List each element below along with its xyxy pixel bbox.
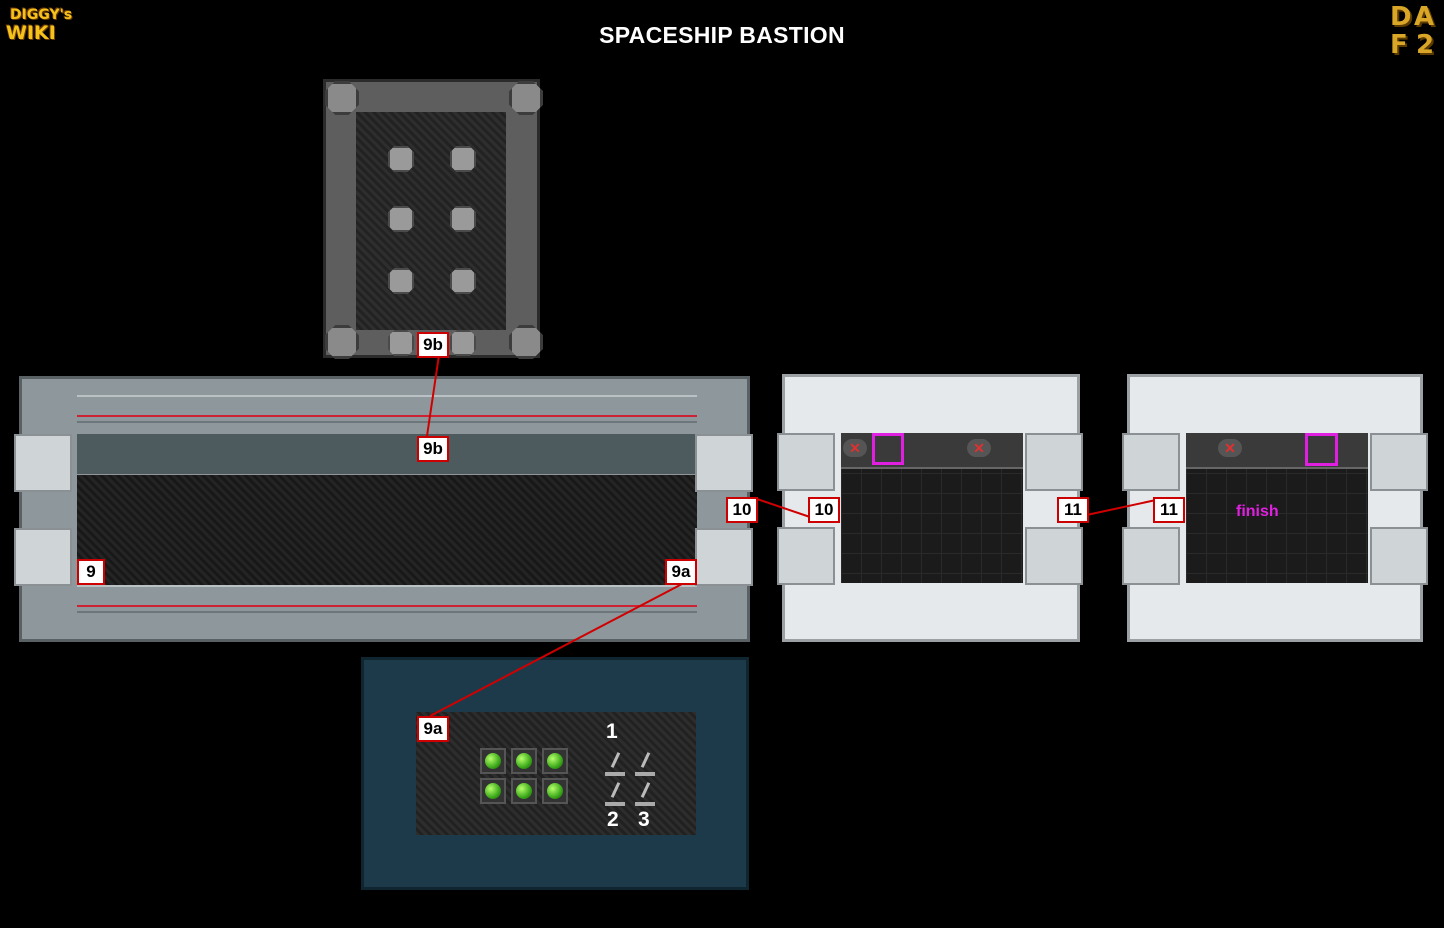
diggys-wiki-logo: DIGGY's WIKI <box>6 7 73 44</box>
corridor-floor <box>77 475 697 585</box>
marker-10-left[interactable]: 10 <box>726 497 758 523</box>
green-gem-icon[interactable] <box>542 778 568 804</box>
marker-9b-top[interactable]: 9b <box>417 332 449 358</box>
green-gem-icon[interactable] <box>511 748 537 774</box>
marker-9-start[interactable]: 9 <box>77 559 105 585</box>
marker-10-right[interactable]: 10 <box>808 497 840 523</box>
lever-icon[interactable] <box>605 752 625 776</box>
lever-icon[interactable] <box>605 782 625 806</box>
corner-bolt-icon <box>325 325 359 359</box>
highlight-switch-icon[interactable] <box>872 433 904 465</box>
corner-bolt-icon <box>325 81 359 115</box>
marker-9b-bottom[interactable]: 9b <box>417 436 449 462</box>
green-gem-icon[interactable] <box>480 778 506 804</box>
daf2-logo: D A F 2 <box>1390 2 1435 60</box>
corner-block <box>777 433 835 491</box>
corner-block <box>14 528 72 586</box>
corner-block <box>695 528 753 586</box>
marker-9a-corridor[interactable]: 9a <box>665 559 697 585</box>
connector-10 <box>753 497 811 518</box>
room-9a <box>361 657 749 890</box>
corner-bolt-icon <box>509 325 543 359</box>
tile-icon[interactable] <box>388 206 414 232</box>
corner-block <box>1370 433 1428 491</box>
tile-icon[interactable] <box>388 268 414 294</box>
lever-label-1: 1 <box>606 720 618 743</box>
corridor-wall <box>77 434 697 474</box>
finish-label: finish <box>1236 503 1279 520</box>
red-x-icon[interactable]: ✕ <box>843 439 867 457</box>
highlight-switch-icon[interactable] <box>1305 433 1338 466</box>
room-9b <box>323 79 543 359</box>
corner-block <box>695 434 753 492</box>
connector-11 <box>1081 499 1157 517</box>
tile-icon[interactable] <box>450 206 476 232</box>
main-corridor <box>14 376 753 642</box>
green-gem-icon[interactable] <box>542 748 568 774</box>
tile-icon[interactable] <box>388 146 414 172</box>
tile-icon[interactable] <box>450 268 476 294</box>
corner-block <box>777 527 835 585</box>
green-gem-icon[interactable] <box>511 778 537 804</box>
marker-11-right[interactable]: 11 <box>1153 497 1185 523</box>
tile-icon[interactable] <box>450 146 476 172</box>
bottom-rail <box>77 585 697 613</box>
lever-icon[interactable] <box>635 782 655 806</box>
room-11: ✕ <box>1122 374 1428 642</box>
corner-block <box>1025 433 1083 491</box>
corner-block <box>1370 527 1428 585</box>
green-gem-icon[interactable] <box>480 748 506 774</box>
corner-block <box>1122 433 1180 491</box>
connector-9a <box>429 583 683 717</box>
map-title: SPACESHIP BASTION <box>599 22 845 48</box>
lever-icon[interactable] <box>635 752 655 776</box>
lever-label-2: 2 <box>607 808 619 831</box>
room-9b-floor <box>356 112 506 330</box>
red-x-icon[interactable]: ✕ <box>1218 439 1242 457</box>
corner-block <box>1025 527 1083 585</box>
connector-9b <box>426 354 440 437</box>
marker-9a-room[interactable]: 9a <box>417 716 449 742</box>
tile-icon[interactable] <box>450 330 476 356</box>
lever-label-3: 3 <box>638 808 650 831</box>
corner-bolt-icon <box>509 81 543 115</box>
control-panel-row <box>841 433 1023 469</box>
marker-11-left[interactable]: 11 <box>1057 497 1089 523</box>
red-x-icon[interactable]: ✕ <box>967 439 991 457</box>
corner-block <box>14 434 72 492</box>
top-rail <box>77 395 697 423</box>
corner-block <box>1122 527 1180 585</box>
tile-icon[interactable] <box>388 330 414 356</box>
